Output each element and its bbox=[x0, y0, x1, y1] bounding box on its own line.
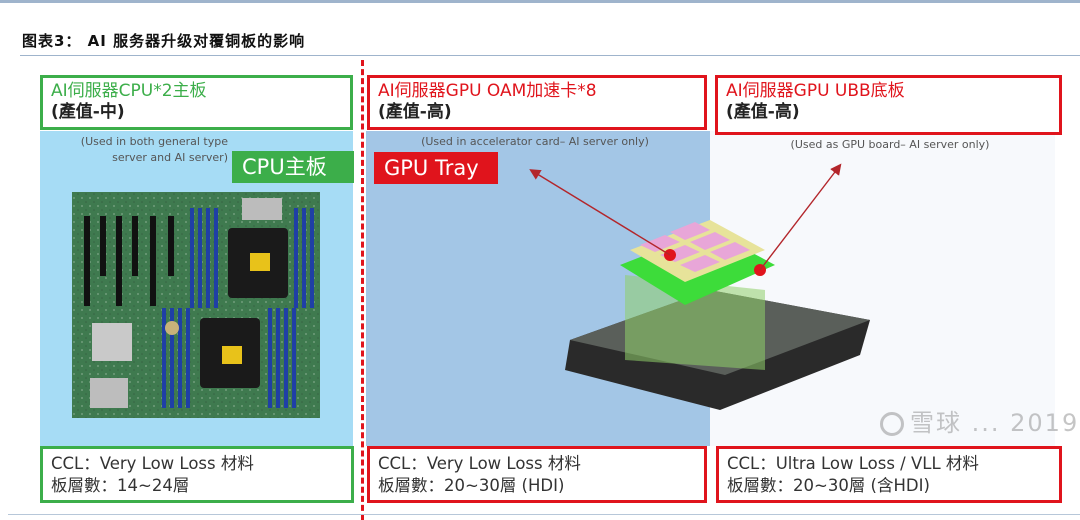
title-rule bbox=[20, 55, 1080, 56]
annotation-arrows bbox=[529, 163, 842, 271]
gpu-ccl-spec: CCL：Very Low Loss 材料 bbox=[378, 454, 581, 473]
ubb-header-value: (產值-高) bbox=[726, 102, 800, 122]
ubb-header-title: AI伺服器GPU UBB底板 bbox=[726, 81, 905, 101]
top-rule bbox=[0, 0, 1080, 3]
ubb-footer-box: CCL：Ultra Low Loss / VLL 材料 板層數：20~30層 (… bbox=[716, 446, 1062, 503]
ubb-projection bbox=[625, 275, 765, 370]
gpu-caption: (Used in accelerator card– AI server onl… bbox=[421, 135, 649, 148]
gpu-tray-image bbox=[565, 220, 870, 410]
gpu-header-value: (產值-高) bbox=[378, 102, 452, 122]
cpu-caption: (Used in both general type server and AI… bbox=[80, 135, 228, 164]
gpu-header-title: AI伺服器GPU OAM加速卡*8 bbox=[378, 81, 597, 101]
cpu-ccl-spec: CCL：Very Low Loss 材料 bbox=[51, 454, 254, 473]
cpu-header-title: AI伺服器CPU*2主板 bbox=[51, 81, 207, 101]
cpu-header-value: (產值-中) bbox=[51, 102, 125, 122]
heatsink-2 bbox=[90, 378, 128, 408]
ubb-layer-count: 板層數：20~30層 (含HDI) bbox=[727, 476, 930, 495]
section-divider bbox=[361, 60, 364, 520]
gpu-footer-box: CCL：Very Low Loss 材料 板層數：20~30層 (HDI) bbox=[367, 446, 707, 503]
ubb-arrow bbox=[759, 163, 842, 271]
cpu-socket-2 bbox=[200, 318, 260, 388]
gpu-tray-arrow bbox=[529, 169, 671, 256]
pcie-slots bbox=[84, 216, 174, 306]
cmos-battery bbox=[165, 321, 179, 335]
dimm-slots-upper bbox=[190, 208, 314, 308]
io-heatsink bbox=[242, 198, 282, 220]
cpu-motherboard-image bbox=[72, 192, 320, 418]
cpu-header-box: AI伺服器CPU*2主板 (產值-中) bbox=[40, 75, 353, 130]
figure-title: 图表3： AI 服务器升级对覆铜板的影响 bbox=[22, 32, 306, 50]
ubb-caption: (Used as GPU board– AI server only) bbox=[790, 138, 990, 151]
cpu-tag-label: CPU主板 bbox=[232, 151, 354, 183]
cpu-layer-count: 板層數：14~24層 bbox=[51, 476, 190, 495]
ubb-panel-background bbox=[710, 131, 1055, 446]
gpu-layer-count: 板層數：20~30層 (HDI) bbox=[378, 476, 565, 495]
cpu-footer-box: CCL：Very Low Loss 材料 板層數：14~24層 bbox=[40, 446, 354, 503]
bottom-rule bbox=[8, 514, 1080, 515]
ubb-header-box: AI伺服器GPU UBB底板 (產值-高) bbox=[715, 75, 1062, 135]
gpu-header-box: AI伺服器GPU OAM加速卡*8 (產值-高) bbox=[367, 75, 707, 130]
ubb-ccl-spec: CCL：Ultra Low Loss / VLL 材料 bbox=[727, 454, 979, 473]
cpu-socket-1 bbox=[228, 228, 288, 298]
heatsink-1 bbox=[92, 323, 132, 361]
oam-module-tops bbox=[640, 222, 750, 272]
dimm-slots-lower bbox=[162, 308, 296, 408]
gpu-tag-label: GPU Tray bbox=[374, 152, 498, 184]
